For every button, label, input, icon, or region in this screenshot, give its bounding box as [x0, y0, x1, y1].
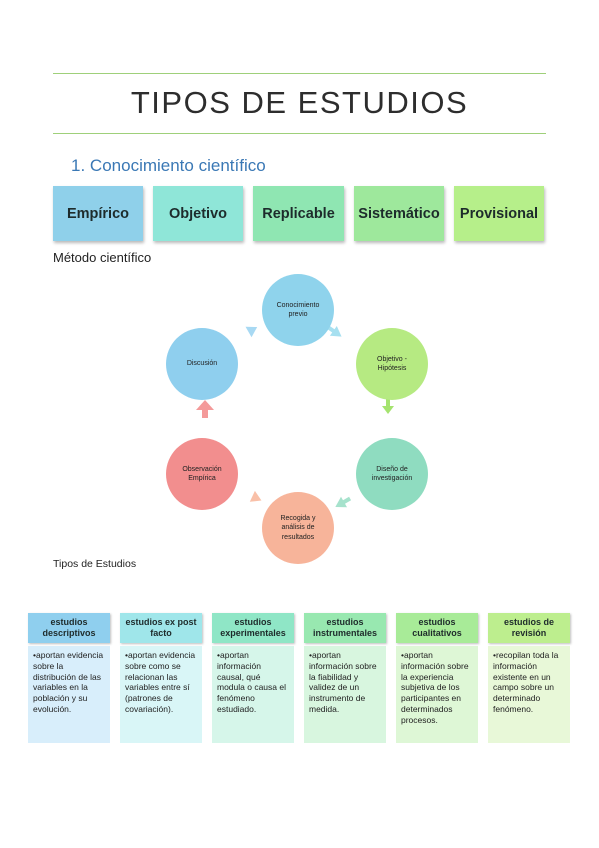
title-rule: [53, 133, 546, 134]
study-type-body: •aportan información sobre la experienci…: [396, 646, 478, 743]
tag-label: Objetivo: [168, 205, 227, 222]
cycle-node-conocimiento: Conocimiento previo: [262, 274, 334, 346]
node-label: Discusión: [186, 360, 218, 368]
study-type-body: •aportan información causal, qué modula …: [212, 646, 294, 743]
study-type-head: estudios ex post facto: [120, 613, 202, 643]
study-type-descriptivos: estudios descriptivos •aportan evidencia…: [28, 613, 110, 743]
tag-objetivo: Objetivo: [153, 186, 243, 241]
study-type-title: estudios cualitativos: [412, 616, 462, 638]
study-type-title: estudios de revisión: [503, 616, 554, 638]
study-type-title: estudios instrumentales: [312, 616, 378, 638]
arrow-icon: [245, 326, 258, 338]
study-type-body: •aportan evidencia sobre como se relacio…: [120, 646, 202, 743]
cycle-node-discusion: Discusión: [166, 328, 238, 400]
knowledge-tags: Empírico Objetivo Replicable Sistemático…: [53, 186, 544, 241]
study-type-body: •recopilan toda la información existente…: [488, 646, 570, 743]
study-type-head: estudios instrumentales: [304, 613, 386, 643]
node-label: Observación Empírica: [182, 465, 222, 482]
study-type-head: estudios de revisión: [488, 613, 570, 643]
study-type-body: •aportan información sobre la fiabilidad…: [304, 646, 386, 743]
scientific-method-cycle: Conocimiento previo Objetivo - Hipótesis…: [150, 268, 450, 564]
method-label: Método científico: [53, 250, 152, 265]
tag-sistematico: Sistemático: [354, 186, 444, 241]
tag-label: Sistemático: [358, 205, 440, 222]
arrow-icon: [382, 398, 394, 414]
study-type-head: estudios descriptivos: [28, 613, 110, 643]
tag-provisional: Provisional: [454, 186, 544, 241]
arrow-icon: [326, 325, 342, 337]
tag-label: Replicable: [262, 205, 335, 222]
tag-empirico: Empírico: [53, 186, 143, 241]
study-type-text: aportan evidencia sobre como se relacion…: [125, 650, 196, 714]
study-type-text: recopilan toda la información existente …: [493, 650, 559, 714]
study-type-title: estudios descriptivos: [42, 616, 96, 638]
arrow-icon: [196, 400, 214, 418]
tag-replicable: Replicable: [253, 186, 344, 241]
cycle-node-objetivo: Objetivo - Hipótesis: [356, 328, 428, 400]
arrow-icon: [249, 490, 262, 502]
study-type-ex-post-facto: estudios ex post facto •aportan evidenci…: [120, 613, 202, 743]
page-title: TIPOS DE ESTUDIOS: [130, 85, 469, 120]
study-type-text: aportan información causal, qué modula o…: [217, 650, 286, 714]
study-type-instrumentales: estudios instrumentales •aportan informa…: [304, 613, 386, 743]
section-title: Conocimiento científico: [89, 156, 266, 175]
tipos-label: Tipos de Estudios: [53, 558, 137, 570]
cycle-arrows: [196, 325, 394, 508]
node-label: Recogida y análisis de resultados: [280, 514, 316, 541]
study-type-cualitativos: estudios cualitativos •aportan informaci…: [396, 613, 478, 743]
study-type-experimentales: estudios experimentales •aportan informa…: [212, 613, 294, 743]
study-type-text: aportan evidencia sobre la distribución …: [33, 650, 104, 714]
node-label: Conocimiento previo: [276, 301, 320, 318]
study-type-text: aportan información sobre la fiabilidad …: [309, 650, 377, 714]
arrow-icon: [335, 496, 352, 508]
study-type-head: estudios experimentales: [212, 613, 294, 643]
study-type-title: estudios experimentales: [220, 616, 286, 638]
cycle-node-observacion: Observación Empírica: [166, 438, 238, 510]
study-type-revision: estudios de revisión •recopilan toda la …: [488, 613, 570, 743]
cycle-node-recogida: Recogida y análisis de resultados: [262, 492, 334, 564]
node-label: Objetivo - Hipótesis: [377, 355, 407, 372]
tag-label: Provisional: [459, 205, 539, 222]
section-number: 1.: [71, 156, 86, 175]
top-rule: [53, 73, 546, 74]
study-type-head: estudios cualitativos: [396, 613, 478, 643]
section-heading: 1. Conocimiento científico: [71, 156, 266, 176]
cycle-node-diseno: Diseño de investigación: [356, 438, 428, 510]
node-label: Diseño de investigación: [371, 465, 413, 482]
study-type-title: estudios ex post facto: [125, 616, 197, 638]
study-type-text: aportan información sobre la experiencia…: [401, 650, 469, 725]
study-types: estudios descriptivos •aportan evidencia…: [28, 613, 573, 743]
tag-label: Empírico: [66, 205, 130, 222]
study-type-body: •aportan evidencia sobre la distribución…: [28, 646, 110, 743]
